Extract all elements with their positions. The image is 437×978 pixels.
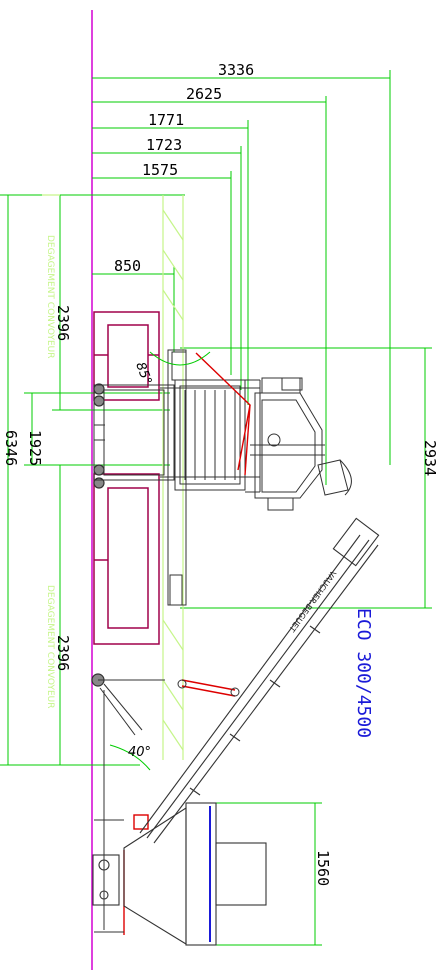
dimension-2396-top: 2396	[54, 305, 72, 341]
dimension-2934: 2934	[421, 440, 437, 476]
dimension-1575: 1575	[142, 161, 178, 179]
dimension-1560: 1560	[314, 850, 332, 886]
clearance-note-bottom: DEGAGEMENT CONVOYEUR	[45, 585, 55, 709]
main-chassis	[93, 349, 261, 606]
rotating-cylinder	[250, 377, 352, 511]
dimension-1771: 1771	[148, 111, 184, 129]
boom-support-arm	[98, 679, 240, 930]
stabilizer-frame-bottom	[93, 473, 160, 645]
dimension-1560-lines	[195, 802, 322, 946]
feed-hopper	[92, 802, 267, 946]
dimension-chain-vertical-left	[0, 194, 185, 766]
model-label: ECO 300/4500	[353, 608, 374, 738]
conveyor-boom	[139, 517, 380, 844]
dimension-1723: 1723	[146, 136, 182, 154]
dimension-6346: 6346	[2, 430, 20, 466]
angle-40-marker	[109, 744, 151, 771]
clearance-note-top: DEGAGEMENT CONVOYEUR	[45, 235, 55, 359]
angle-85-label: 85°	[132, 360, 154, 387]
boom-brand-label: VAUCHER-BEGUET	[287, 569, 337, 634]
angle-85-marker	[149, 351, 211, 366]
dimension-chain-horizontal	[92, 70, 391, 485]
stabilizer-frame-top	[93, 311, 160, 401]
dimension-2625: 2625	[186, 85, 222, 103]
dimension-2396-bottom: 2396	[54, 635, 72, 671]
dimension-850: 850	[114, 257, 141, 275]
dimension-1925: 1925	[26, 430, 44, 466]
dimension-3336: 3336	[218, 61, 254, 79]
angle-40-label: 40°	[128, 745, 151, 760]
